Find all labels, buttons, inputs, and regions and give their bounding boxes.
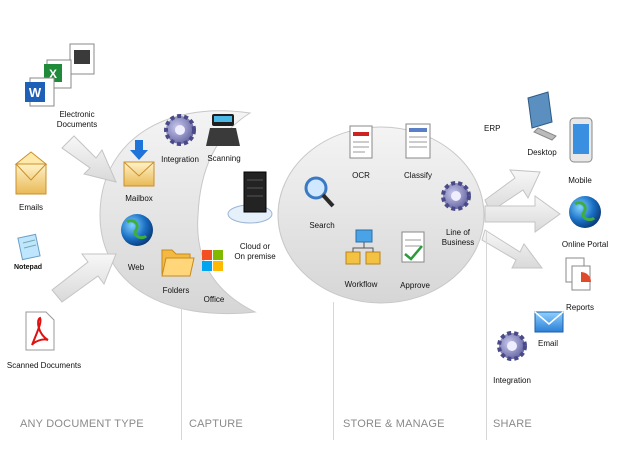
mailbox-envelope-icon: [123, 140, 155, 187]
notepad-label: Notepad: [14, 264, 42, 271]
share-integration-gear-icon: [497, 331, 527, 361]
input-arrow-top: [61, 135, 117, 183]
cloud-server-icon: [227, 171, 273, 224]
desktop-label: Desktop: [527, 148, 557, 157]
scanning-label: Scanning: [207, 154, 241, 163]
output-arrow-middle: [484, 195, 561, 233]
line-of-business-gear-icon: [441, 181, 471, 211]
folders-label: Folders: [162, 286, 190, 295]
ocr-label: OCR: [352, 171, 370, 180]
scanner-icon: [206, 114, 240, 146]
scanned-documents-pdf-icon: [25, 311, 55, 351]
classify-label: Classify: [403, 171, 432, 180]
search-magnifier-icon: [304, 176, 335, 208]
approve-label: Approve: [400, 281, 430, 290]
search-label: Search: [309, 221, 335, 230]
divider-store-manage: [333, 302, 334, 440]
online-portal-label: Online Portal: [561, 240, 609, 249]
store-manage-ellipse: [277, 126, 485, 304]
classify-document-icon: [405, 123, 431, 159]
output-arrow-lower: [481, 229, 543, 269]
mailbox-label: Mailbox: [125, 194, 153, 203]
scanned-documents-label: Scanned Documents: [6, 361, 82, 370]
line-of-business-label: Line of Business: [441, 228, 475, 247]
emails-label: Emails: [18, 203, 43, 212]
electronic-documents-icon: X W: [25, 43, 95, 107]
input-arrow-bottom: [51, 253, 117, 303]
desktop-monitor-icon: [527, 91, 557, 141]
share-integration-label: Integration: [493, 376, 531, 385]
web-globe-icon: [121, 214, 153, 246]
office-label: Office: [203, 295, 225, 304]
email-label: Email: [537, 339, 558, 348]
web-label: Web: [127, 263, 145, 272]
divider-capture: [181, 300, 182, 440]
integration-label: Integration: [161, 155, 199, 164]
divider-share: [486, 230, 487, 440]
cloud-label: Cloud or On premise: [234, 242, 276, 261]
online-portal-globe-icon: [569, 196, 601, 228]
section-capture: CAPTURE: [189, 418, 243, 430]
erp-label: ERP: [484, 124, 501, 133]
mobile-phone-icon: [569, 117, 593, 163]
office-icon: [202, 250, 223, 271]
emails-envelope-icon: [14, 151, 48, 195]
email-envelope-icon: [534, 311, 564, 333]
electronic-documents-label: Electronic Documents: [56, 110, 98, 129]
section-any-document-type: ANY DOCUMENT TYPE: [20, 418, 144, 430]
reports-icon: [565, 257, 591, 291]
section-store-manage: STORE & MANAGE: [343, 418, 445, 430]
svg-text:X: X: [49, 67, 57, 81]
approve-document-icon: [401, 231, 425, 263]
section-share: SHARE: [493, 418, 532, 430]
svg-text:W: W: [29, 85, 42, 100]
reports-label: Reports: [565, 303, 594, 312]
workflow-label: Workflow: [344, 280, 378, 289]
ocr-document-icon: [349, 125, 373, 159]
workflow-icon: [345, 229, 381, 265]
notepad-icon: [17, 233, 41, 261]
folders-icon: [161, 249, 195, 277]
mobile-label: Mobile: [568, 176, 592, 185]
capture-crescent-shape: [99, 110, 257, 315]
integration-gear-icon: [164, 114, 196, 146]
